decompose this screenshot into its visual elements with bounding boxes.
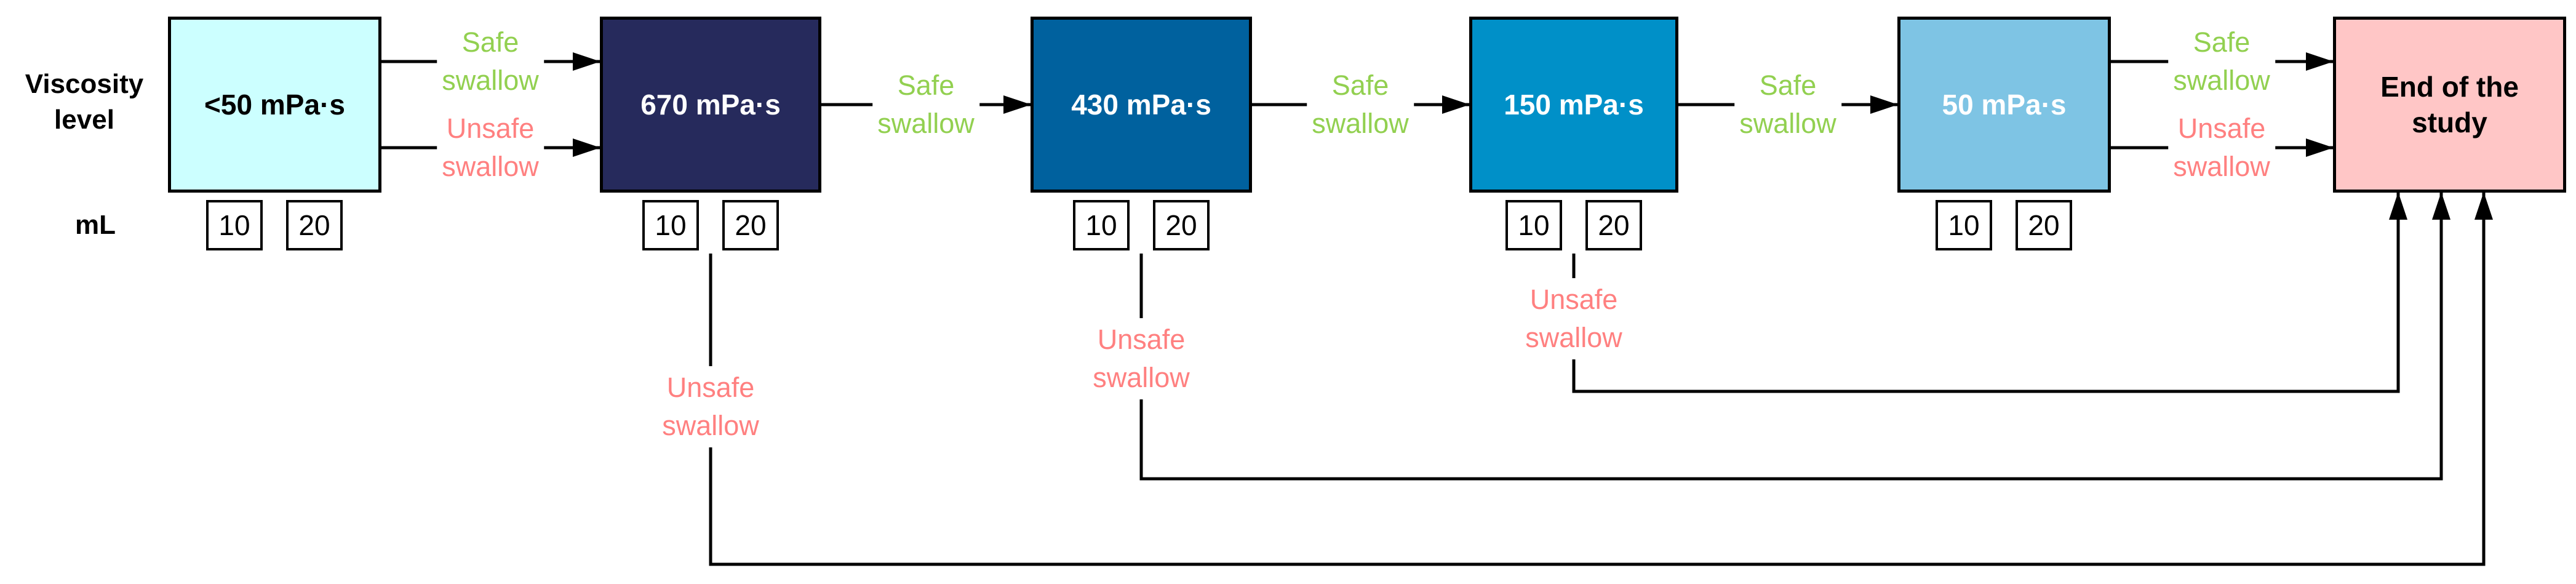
volume-box-20ml: 20 <box>2016 200 2072 250</box>
viscosity-box-670: 670 mPa·s <box>600 17 821 193</box>
ml-row-label: mL <box>75 210 116 240</box>
viscosity-box-430: 430 mPa·s <box>1031 17 1252 193</box>
unsafe-swallow-label: Unsafe swallow <box>2168 107 2275 188</box>
safe-swallow-label: Safe swallow <box>1734 64 1841 145</box>
volume-box-20ml: 20 <box>286 200 343 250</box>
unsafe-route-430-to-end <box>1139 192 2450 481</box>
unsafe-swallow-label: Unsafe swallow <box>437 107 544 188</box>
viscosity-box-150: 150 mPa·s <box>1469 17 1678 193</box>
volume-box-10ml: 10 <box>642 200 699 250</box>
safe-swallow-label: Safe swallow <box>872 64 979 145</box>
volume-box-10ml: 10 <box>1073 200 1130 250</box>
safe-swallow-label: Safe swallow <box>437 21 544 102</box>
volume-box-10ml: 10 <box>1936 200 1992 250</box>
viscosity-box-lt50: <50 mPa·s <box>168 17 381 193</box>
volume-box-20ml: 20 <box>1153 200 1210 250</box>
volume-box-20ml: 20 <box>722 200 779 250</box>
unsafe-swallow-label: Unsafe swallow <box>1088 318 1195 399</box>
unsafe-swallow-label: Unsafe swallow <box>657 366 764 447</box>
volume-box-20ml: 20 <box>1585 200 1642 250</box>
safe-swallow-label: Safe swallow <box>2168 21 2275 102</box>
viscosity-level-row-label: Viscosity level <box>25 69 144 135</box>
end-of-study-box: End of the study <box>2333 17 2566 193</box>
safe-swallow-label: Safe swallow <box>1307 64 1414 145</box>
volume-box-10ml: 10 <box>1505 200 1562 250</box>
volume-box-10ml: 10 <box>206 200 263 250</box>
viscosity-box-50: 50 mPa·s <box>1897 17 2111 193</box>
unsafe-swallow-label: Unsafe swallow <box>1520 278 1627 359</box>
